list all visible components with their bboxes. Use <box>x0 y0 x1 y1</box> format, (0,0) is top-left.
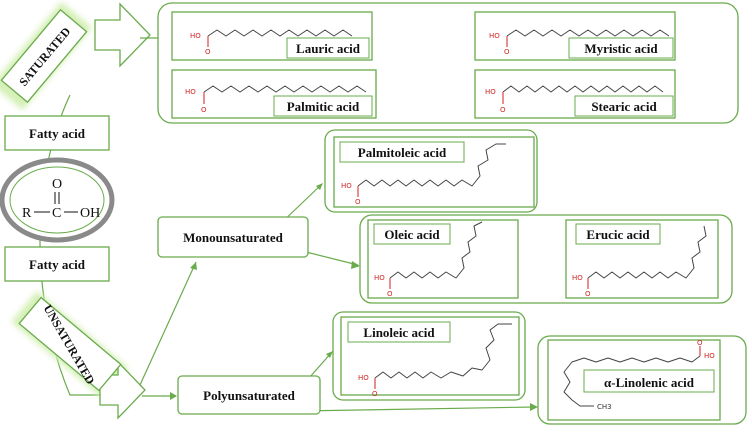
saturated-arrow: SATURATED <box>0 1 151 111</box>
linoleic-acid-card: Linoleic acid HO O <box>332 311 526 401</box>
linolenic-methyl: CH3 <box>597 403 612 411</box>
palmitic-acid-label: Palmitic acid <box>287 99 360 114</box>
fatty-acid-label-bottom: Fatty acid <box>29 257 86 272</box>
formula-r: R <box>22 206 32 221</box>
linolenic-oxygen: O <box>697 339 703 347</box>
oleic-acid-card: Oleic acid HO O <box>367 219 519 299</box>
formula-o: O <box>52 177 62 192</box>
palmitic-acid-card: HO O Palmitic acid <box>171 69 377 119</box>
monounsaturated-label: Monounsaturated <box>183 230 283 245</box>
fatty-acid-box-top <box>4 115 110 151</box>
linoleic-oxygen: O <box>372 390 378 398</box>
lauric-acid-card: HO O Lauric acid <box>171 11 373 61</box>
erucic-acid-label: Erucic acid <box>586 227 650 242</box>
arrow-to-oleic <box>305 251 359 266</box>
stearic-acid-label: Stearic acid <box>591 99 657 114</box>
myristic-acid-label: Myristic acid <box>584 41 658 56</box>
polyunsaturated-label: Polyunsaturated <box>203 388 296 403</box>
alpha-linolenic-acid-card: α-Linolenic acid HO O CH3 <box>537 335 747 425</box>
myristic-hydroxyl: HO <box>489 32 500 40</box>
arrow-to-monounsaturated <box>139 261 197 386</box>
stearic-acid-card: HO O Stearic acid <box>474 69 676 119</box>
formula-c: C <box>52 206 61 221</box>
linolenic-hydroxyl: HO <box>704 352 715 360</box>
palmitoleic-acid-label: Palmitoleic acid <box>358 145 447 160</box>
stearic-oxygen: O <box>500 106 506 114</box>
lauric-oxygen: O <box>205 48 211 56</box>
linoleic-acid-label: Linoleic acid <box>363 325 435 340</box>
unsaturated-arrow: UNSATURATED <box>11 291 146 420</box>
fatty-acid-label-top: Fatty acid <box>29 126 86 141</box>
erucic-oxygen: O <box>585 290 591 298</box>
palmitoleic-oxygen: O <box>355 198 361 206</box>
erucic-hydroxyl: HO <box>572 274 583 282</box>
palmitic-oxygen: O <box>201 106 207 114</box>
myristic-oxygen: O <box>504 48 510 56</box>
oleic-acid-label: Oleic acid <box>384 227 440 242</box>
palmitoleic-hydroxyl: HO <box>341 182 352 190</box>
lauric-hydroxyl: HO <box>190 32 201 40</box>
linoleic-hydroxyl: HO <box>358 374 369 382</box>
polyunsaturated-box <box>177 375 321 415</box>
oleic-hydroxyl: HO <box>374 274 385 282</box>
lauric-acid-label: Lauric acid <box>296 41 361 56</box>
alpha-linolenic-acid-label: α-Linolenic acid <box>604 375 695 390</box>
oleic-oxygen: O <box>387 290 393 298</box>
myristic-acid-card: HO O Myristic acid <box>474 11 676 61</box>
carboxyl-formula: O R C OH <box>0 157 115 243</box>
stearic-hydroxyl: HO <box>485 88 496 96</box>
fatty-acid-box-bottom <box>4 246 110 282</box>
formula-oh: OH <box>80 206 100 221</box>
monounsaturated-box <box>157 216 309 258</box>
palmitoleic-acid-card: Palmitoleic acid HO O <box>324 129 538 213</box>
palmitic-hydroxyl: HO <box>185 88 196 96</box>
erucic-acid-card: Erucic acid HO O <box>565 219 719 299</box>
